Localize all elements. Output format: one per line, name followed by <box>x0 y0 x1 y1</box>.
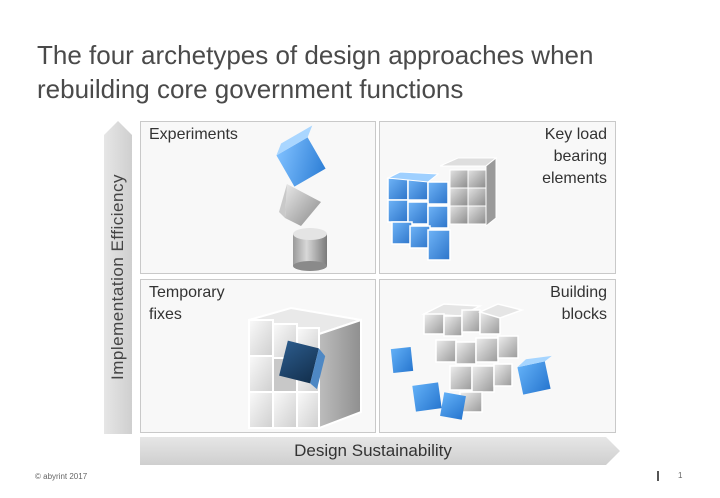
label-line: blocks <box>561 306 607 323</box>
label-line: fixes <box>149 306 182 323</box>
label-line: Experiments <box>149 126 238 143</box>
label-line: bearing <box>553 148 607 165</box>
x-axis-arrow <box>140 437 620 465</box>
label-line: Temporary <box>149 284 225 301</box>
label-line: Building <box>550 284 607 301</box>
label-line: elements <box>542 170 607 187</box>
label-line: Key load <box>544 126 607 143</box>
quadrant-building-blocks: Building blocks <box>379 279 616 433</box>
x-axis-label: Design Sustainability <box>294 441 452 460</box>
y-axis-arrow <box>104 121 132 434</box>
scattered-blocks-illustration <box>390 303 552 420</box>
quadrant-label-experiments: Experiments <box>149 124 238 146</box>
title-line-2: rebuilding core government functions <box>37 74 464 104</box>
page-number: 1 <box>678 471 683 480</box>
cube-grid-illustration <box>386 156 498 261</box>
stacked-shapes-illustration <box>276 125 327 271</box>
quadrant-experiments: Experiments <box>140 121 376 274</box>
y-axis-label: Implementation Efficiency <box>108 174 127 380</box>
big-cube-illustration <box>248 306 362 430</box>
slide-title: The four archetypes of design approaches… <box>37 38 677 106</box>
quadrant-temporary-fixes: Temporary fixes <box>140 279 376 433</box>
footer-divider <box>657 471 659 481</box>
quadrant-key-load-bearing-elements: Key load bearing elements <box>379 121 616 274</box>
quadrant-label-building-blocks: Building blocks <box>550 282 607 326</box>
quadrant-label-temporary-fixes: Temporary fixes <box>149 282 225 326</box>
quadrant-label-key-load: Key load bearing elements <box>542 124 607 190</box>
title-line-1: The four archetypes of design approaches… <box>37 40 594 70</box>
footer-copyright: © abyrint 2017 <box>35 472 88 481</box>
